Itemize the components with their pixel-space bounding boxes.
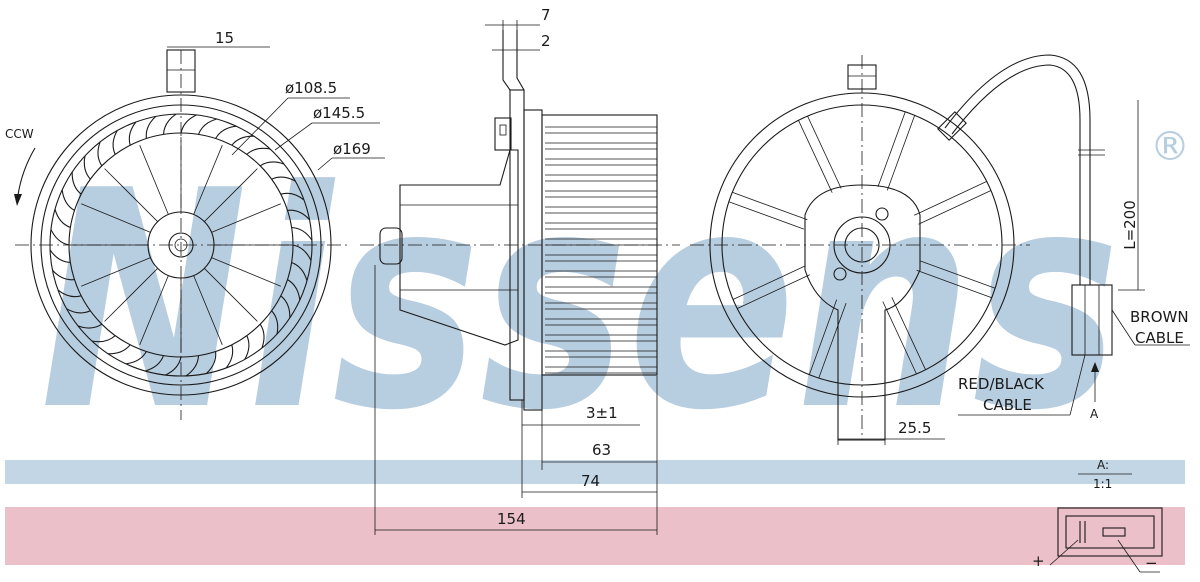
minus-terminal: − [1145, 554, 1158, 572]
brown-cable-label-2: CABLE [1135, 329, 1184, 347]
dim-offset-25-5: 25.5 [898, 419, 931, 437]
rear-view: L=200 BROWN CABLE RED/BLACK CABLE A 25.5 [690, 54, 1190, 445]
brown-cable-label-1: BROWN [1130, 308, 1189, 326]
dim-gap-3: 3±1 [586, 404, 618, 422]
dim-overall-154: 154 [497, 510, 526, 528]
detail-ref-a: A [1090, 407, 1099, 421]
dim-flange-7: 7 [541, 6, 551, 24]
blue-band [5, 460, 1185, 484]
red-black-cable-label-1: RED/BLACK [958, 375, 1045, 393]
front-view: 15 CCW ø108.5 ø145.5 ø169 [5, 29, 385, 420]
dim-flange-2: 2 [541, 32, 551, 50]
dim-cable-length: L=200 [1121, 200, 1139, 250]
dia-169: ø169 [333, 140, 371, 158]
nissens-watermark: Nissens [40, 127, 1120, 476]
rotation-ccw: CCW [5, 127, 34, 141]
side-view: 7 2 3±1 63 74 154 [360, 6, 680, 535]
dim-housing-74: 74 [581, 472, 600, 490]
dia-145-5: ø145.5 [313, 104, 365, 122]
registered-mark: ® [1150, 124, 1190, 170]
dim-shaft-15: 15 [215, 29, 234, 47]
connector-detail: A: 1:1 + − [1032, 458, 1163, 573]
pink-band [5, 507, 1185, 565]
plus-terminal: + [1032, 552, 1045, 570]
dia-108-5: ø108.5 [285, 79, 337, 97]
detail-label: A: [1097, 458, 1109, 472]
red-black-cable-label-2: CABLE [983, 396, 1032, 414]
dim-wheel-63: 63 [592, 441, 611, 459]
detail-scale: 1:1 [1093, 477, 1112, 491]
